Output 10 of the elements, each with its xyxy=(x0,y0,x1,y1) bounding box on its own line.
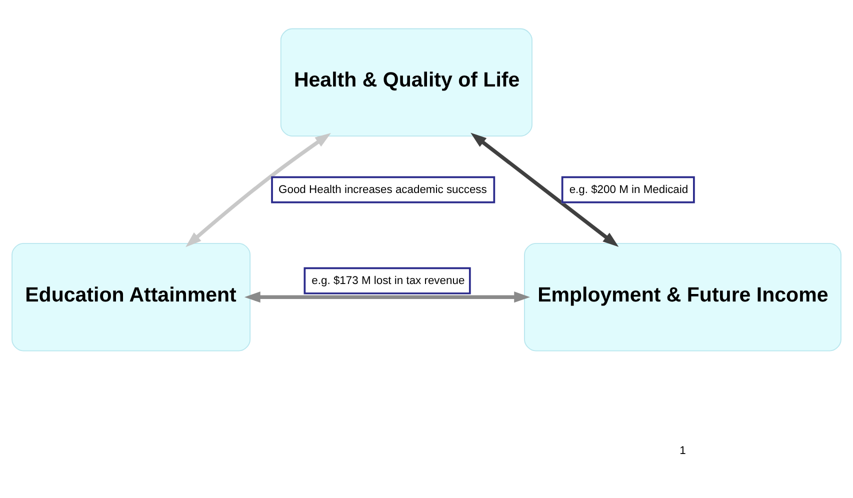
arrow xyxy=(186,132,331,247)
node-box: Education Attainment xyxy=(12,242,251,351)
arrow xyxy=(244,291,530,302)
edge-label: Good Health increases academic success xyxy=(278,184,487,196)
node-box: Employment & Future Income xyxy=(524,242,842,351)
arrow xyxy=(470,132,619,246)
edge-label: e.g. $173 M lost in tax revenue xyxy=(312,274,465,287)
edge-label: e.g. $200 M in Medicaid xyxy=(569,184,688,196)
node-box: Health & Quality of Life xyxy=(280,28,532,136)
label: 1 xyxy=(680,444,686,457)
